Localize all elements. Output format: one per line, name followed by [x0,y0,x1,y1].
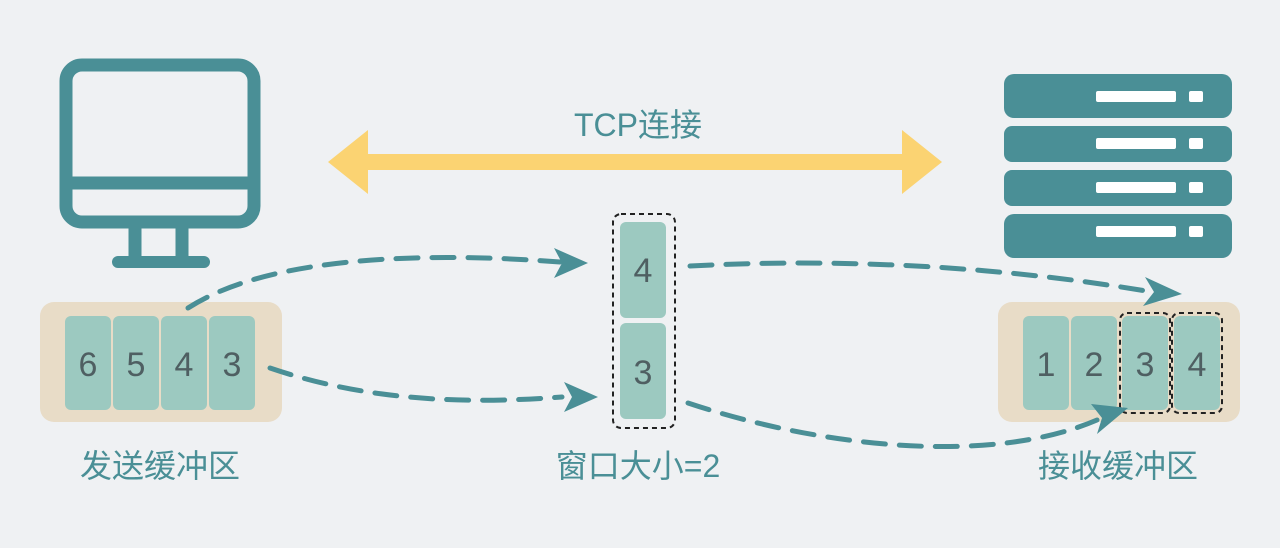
window-cell-label: 4 [634,252,653,290]
send-buffer-cells: 6 5 4 3 [65,316,255,410]
send-cell [161,316,207,410]
receive-cell-label: 1 [1037,346,1056,384]
send-cell-label: 5 [127,346,146,384]
receive-cell-label: 3 [1136,346,1155,384]
flow-arrowheads [554,248,1182,434]
window-size-label: 窗口大小=2 [556,448,721,484]
receive-cell [1071,316,1117,410]
tcp-connection-arrow [328,130,942,194]
send-window: 4 3 [612,213,676,429]
send-cell-label: 6 [79,346,98,384]
flow-arrow-packet-4-in [687,260,1155,295]
receive-cell-label: 2 [1085,346,1104,384]
receive-cell-label: 4 [1188,346,1207,384]
window-cell [620,222,666,318]
arrowhead [564,382,598,412]
server-rack-icon [1004,74,1232,258]
receive-buffer-label: 接收缓冲区 [1038,448,1198,484]
receive-cell-highlight [1119,312,1171,414]
send-cell-label: 4 [175,346,194,384]
receive-cell-highlight [1171,312,1223,414]
window-cell-label: 3 [634,354,653,392]
receive-cell [1122,316,1168,410]
send-cell [209,316,255,410]
receive-cell [1174,316,1220,410]
arrowhead [1091,404,1128,434]
send-buffer: 6 5 4 3 [40,302,282,422]
receive-cell [1023,316,1069,410]
flow-arrow-packet-3-out [267,365,565,403]
flow-arrows [185,255,1155,449]
flow-arrow-packet-4-out [185,255,563,311]
window-cell [620,323,666,419]
receive-buffer: 1 2 3 4 [998,302,1240,422]
send-cell [113,316,159,410]
monitor-icon [59,58,261,268]
send-cell [65,316,111,410]
arrowhead [554,248,588,278]
flow-arrow-packet-3-in [685,400,1100,449]
send-cell-label: 3 [223,346,242,384]
arrowhead [1143,277,1182,306]
tcp-connection-label: TCP连接 [574,107,702,143]
send-buffer-label: 发送缓冲区 [80,448,240,484]
